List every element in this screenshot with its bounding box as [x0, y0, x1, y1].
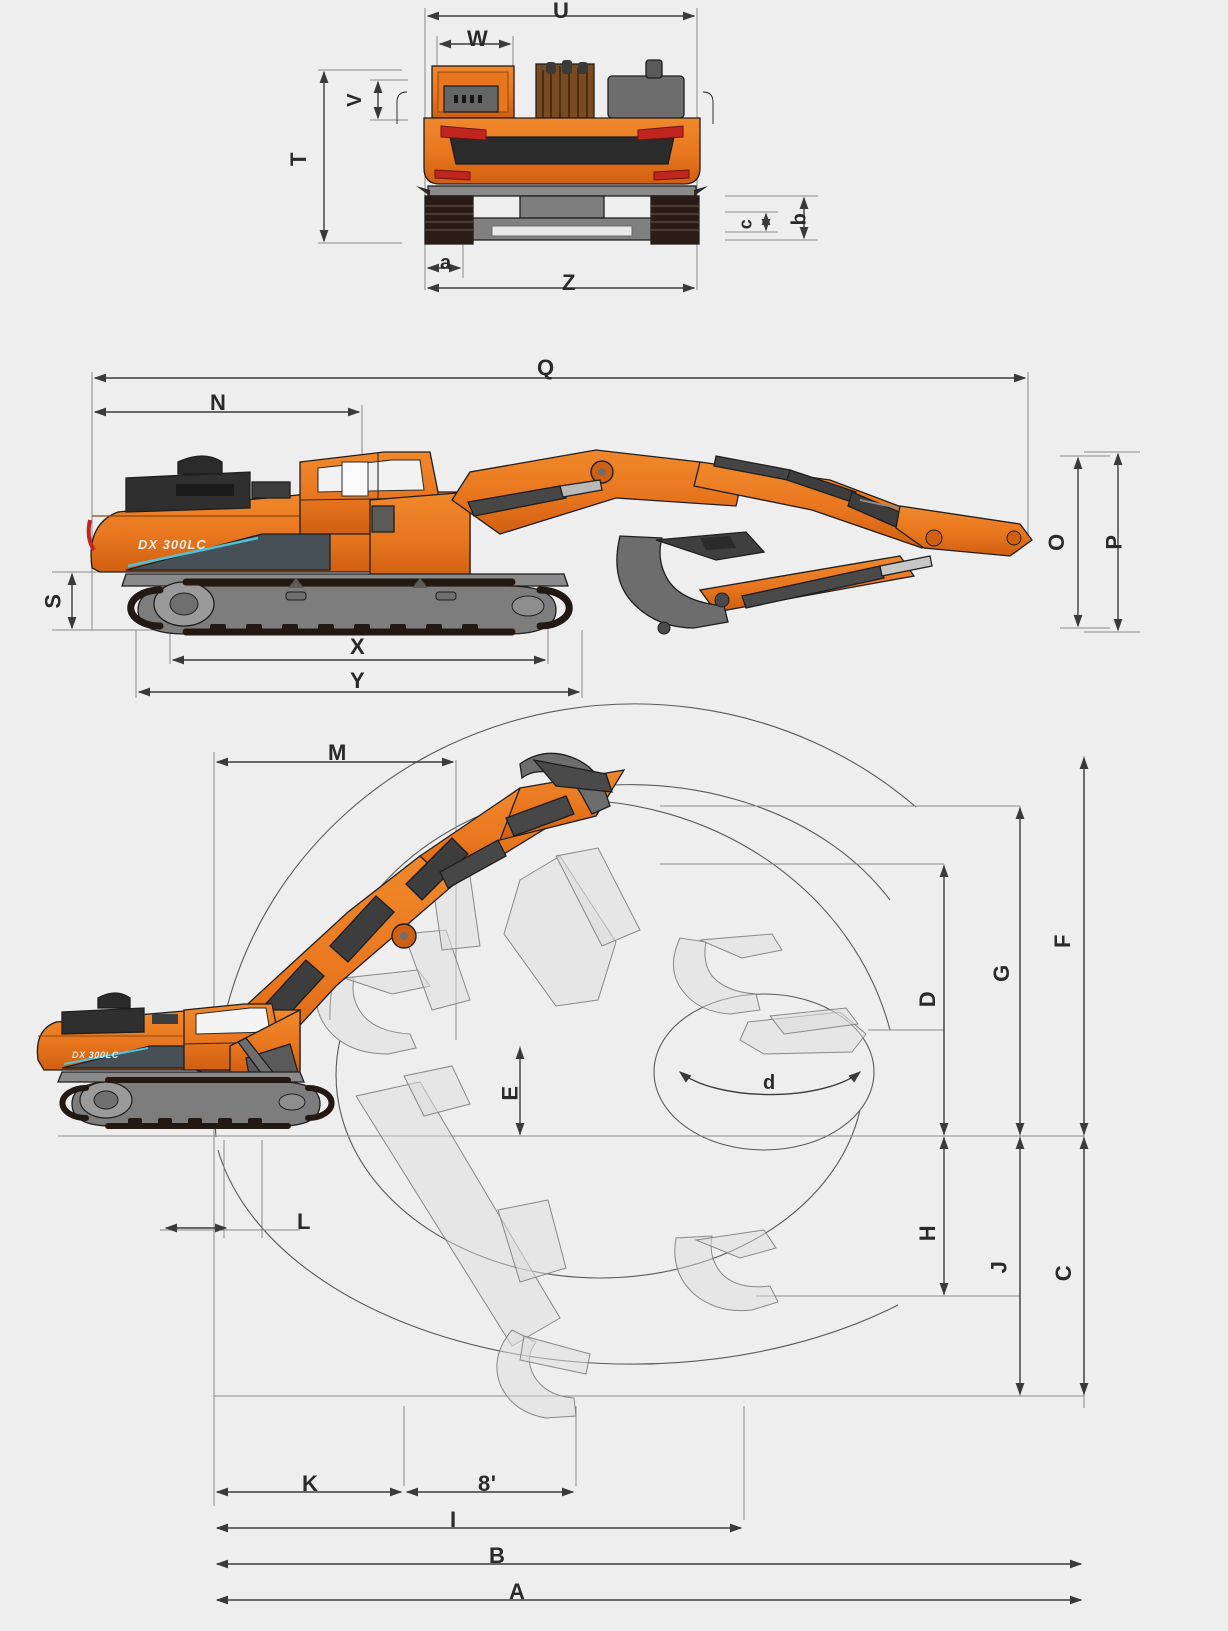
- bucket: [616, 535, 729, 629]
- dim-label-J: J: [986, 1260, 1012, 1274]
- dim-label-B: B: [489, 1543, 506, 1568]
- envelope-upper-arc: [214, 703, 917, 1138]
- dim-label-Z: Z: [562, 270, 576, 295]
- dim-label-V: V: [343, 93, 366, 107]
- inner-arc-2: [335, 1039, 861, 1279]
- dim-label-d: d: [763, 1072, 776, 1094]
- dim-label-C: C: [1051, 1264, 1077, 1282]
- side-view-machine: [86, 449, 1033, 636]
- side-view-group: [52, 372, 1140, 698]
- upper-swing-arc: [559, 799, 891, 1031]
- dim-label-I: I: [450, 1507, 457, 1532]
- dim-label-L: L: [297, 1209, 311, 1234]
- dim-label-S: S: [40, 593, 66, 609]
- dim-label-W: W: [467, 26, 489, 51]
- dim-label-Y: Y: [350, 668, 366, 693]
- dim-label-U: U: [553, 0, 570, 23]
- track-right: [650, 195, 700, 245]
- dim-label-T: T: [285, 152, 311, 166]
- dim-label-P: P: [1101, 534, 1127, 550]
- dim-label-G: G: [988, 964, 1014, 982]
- dim-label-F: F: [1049, 934, 1075, 948]
- dim-label-N: N: [210, 390, 227, 415]
- machine-decal-side: DX 300LC: [138, 537, 207, 552]
- dim-arc-d: [678, 1071, 862, 1096]
- dim-label-E: E: [497, 1085, 523, 1101]
- arm: [693, 461, 937, 549]
- working-range-view-group: [36, 703, 1089, 1605]
- front-view-machine: [396, 59, 714, 245]
- dim-label-A: A: [509, 1579, 526, 1604]
- dim-label-H: H: [915, 1224, 941, 1242]
- dim-label-8ft: 8': [478, 1471, 497, 1496]
- dim-label-M: M: [328, 740, 347, 765]
- dim-label-D: D: [915, 990, 941, 1008]
- track-left: [424, 195, 474, 245]
- dim-label-b: b: [788, 212, 811, 226]
- machine-decal-range: DX 300LC: [72, 1050, 119, 1060]
- ghost-poses: [315, 847, 867, 1419]
- dim-label-Q: Q: [537, 355, 555, 380]
- bucket-rotation-circle: [653, 993, 875, 1151]
- dim-label-O: O: [1043, 533, 1069, 551]
- dim-label-a: a: [440, 252, 452, 274]
- front-view-group: [318, 8, 818, 293]
- dim-label-K: K: [302, 1471, 319, 1496]
- working-range-machine: [36, 752, 626, 1129]
- dim-label-c: c: [735, 218, 756, 230]
- dim-label-X: X: [350, 634, 366, 659]
